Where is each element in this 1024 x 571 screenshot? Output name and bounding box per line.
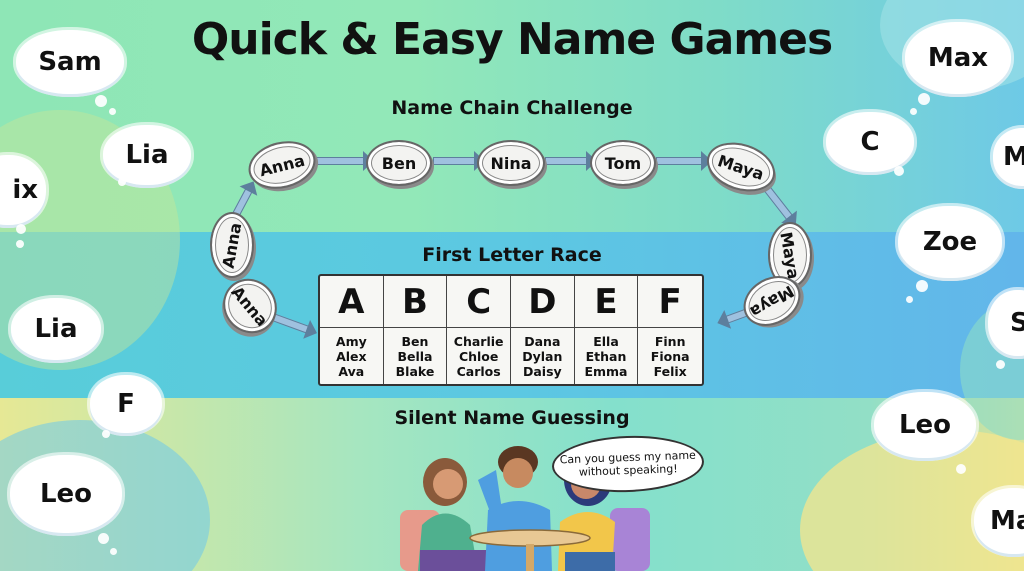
chain-node-label: Anna: [257, 150, 307, 180]
cloud-label: ix: [12, 175, 38, 205]
thought-dot: [109, 108, 116, 115]
chain-node-label: Maya: [715, 150, 767, 184]
cloud-label: C: [860, 127, 880, 157]
name-entry: Dana: [524, 333, 561, 349]
thought-cloud: Lia: [103, 125, 191, 185]
thought-dot: [16, 240, 24, 248]
chain-node-label: Anna: [227, 282, 273, 330]
column-letter: C: [447, 276, 510, 328]
page-title: Quick & Easy Name Games: [191, 14, 833, 65]
silent-guessing-title: Silent Name Guessing: [394, 407, 630, 429]
people-at-table-illustration: [400, 446, 650, 571]
name-entry: Carlos: [456, 363, 501, 379]
thought-cloud: Sam: [16, 30, 124, 94]
thought-dot: [916, 280, 928, 292]
chain-node: Nina: [477, 140, 545, 186]
thought-dot: [918, 93, 930, 105]
name-entry: Finn: [654, 333, 686, 349]
name-entry: Amy: [335, 333, 367, 349]
column-letter: F: [638, 276, 702, 328]
thought-cloud: Ma: [974, 488, 1024, 554]
name-entry: Alex: [336, 348, 367, 364]
thought-cloud: C: [826, 112, 914, 172]
thought-dot: [894, 166, 904, 176]
name-entry: Ella: [593, 333, 619, 349]
chain-node-label: Maya: [746, 280, 798, 322]
thought-dot: [906, 296, 913, 303]
first-letter-race-title: First Letter Race: [422, 244, 602, 266]
name-entry: Charlie: [453, 333, 504, 349]
thought-cloud: S: [988, 290, 1024, 356]
name-entry: Ava: [338, 363, 365, 379]
column-letter: A: [320, 276, 383, 328]
column-letter: D: [511, 276, 574, 328]
thought-dot: [118, 178, 126, 186]
thought-dot: [102, 430, 110, 438]
chain-node: Anna: [210, 212, 254, 278]
cloud-label: Lia: [34, 314, 78, 344]
cloud-label: Zoe: [922, 227, 978, 257]
thought-cloud: Lia: [11, 298, 101, 360]
name-entry: Fiona: [650, 348, 690, 364]
speech-text-line2: without speaking!: [578, 462, 678, 479]
chain-arrow: [314, 151, 374, 171]
thought-dot: [110, 548, 117, 555]
cloud-label: M: [1003, 142, 1024, 172]
thought-cloud: Zoe: [898, 206, 1002, 278]
name-entry: Bella: [397, 348, 433, 364]
cloud-label: F: [117, 389, 135, 419]
thought-cloud: Leo: [874, 392, 976, 458]
name-chain-title: Name Chain Challenge: [391, 97, 633, 119]
column-letter: B: [383, 276, 447, 328]
thought-dot: [95, 95, 107, 107]
name-entry: Emma: [584, 363, 628, 379]
chain-node-label: Nina: [490, 153, 532, 173]
cloud-label: Leo: [39, 479, 93, 509]
name-entry: Blake: [395, 363, 435, 379]
chain-node: Ben: [366, 140, 432, 186]
thought-dot: [996, 360, 1005, 369]
cloud-label: S: [1010, 308, 1024, 338]
name-entry: Ben: [401, 333, 429, 349]
thought-cloud: Leo: [10, 455, 122, 533]
chain-arrow: [433, 151, 485, 171]
thought-dot: [98, 533, 109, 544]
name-entry: Chloe: [458, 348, 499, 364]
thought-dot: [956, 464, 966, 474]
thought-dot: [16, 224, 26, 234]
cloud-label: Sam: [38, 47, 102, 77]
chain-node-label: Tom: [604, 153, 642, 173]
thought-cloud: F: [90, 375, 162, 433]
chain-node-label: Ben: [381, 153, 417, 173]
name-entry: Dylan: [522, 348, 563, 364]
thought-cloud: Max: [905, 22, 1011, 94]
chain-node: Tom: [590, 140, 656, 186]
cloud-label: Ma: [990, 506, 1024, 536]
chain-arrow: [545, 151, 597, 171]
thought-dot: [82, 336, 92, 346]
name-entry: Daisy: [522, 363, 562, 379]
column-letter: E: [574, 276, 638, 328]
cloud-label: Lia: [125, 140, 169, 170]
chain-arrow: [656, 151, 712, 171]
name-entry: Ethan: [585, 348, 627, 364]
cloud-label: Leo: [898, 410, 952, 440]
name-entry: Felix: [653, 363, 687, 379]
thought-dot: [910, 108, 917, 115]
cloud-label: Max: [927, 43, 989, 73]
